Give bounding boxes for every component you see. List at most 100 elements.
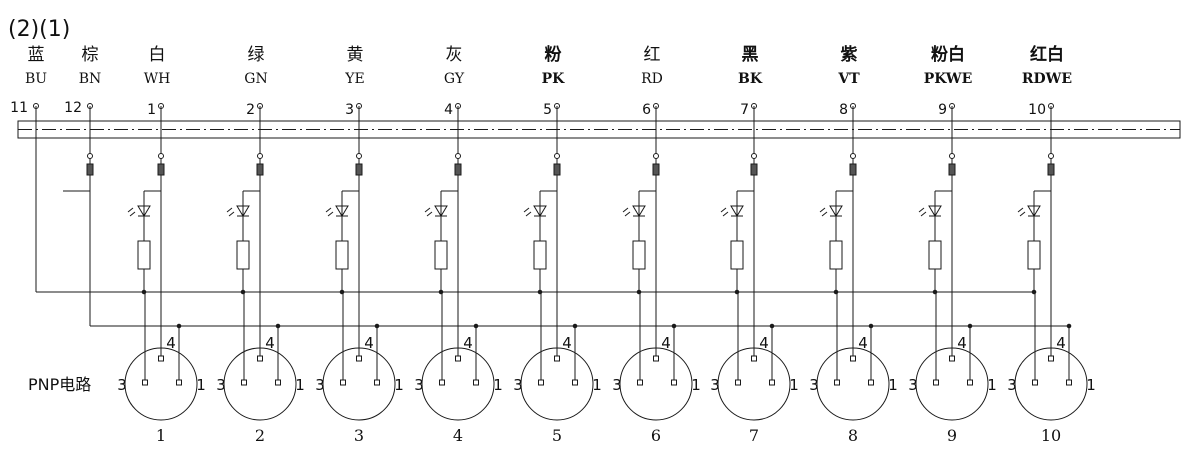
wire-color-cn: 棕	[82, 45, 99, 65]
pin-1	[868, 379, 874, 386]
wire-color-cn: 红	[644, 45, 661, 65]
fuse	[948, 163, 956, 176]
rail-joint	[1066, 323, 1072, 329]
connector-circle	[915, 347, 989, 421]
wire-number: 5	[543, 102, 552, 118]
pin-4	[751, 355, 757, 362]
pin-label-1: 1	[1086, 376, 1096, 394]
led-icon	[335, 205, 349, 217]
pin-3	[340, 379, 346, 386]
fuse	[553, 163, 561, 176]
led-icon	[137, 205, 151, 217]
fuse	[355, 163, 363, 176]
rail-joint	[967, 323, 973, 329]
pin-label-3: 3	[908, 376, 918, 394]
pin-3	[933, 379, 939, 386]
led-icon	[236, 205, 250, 217]
led-ray	[129, 211, 136, 217]
wire-color-code: PKWE	[924, 71, 973, 87]
led-icon	[1027, 205, 1041, 217]
wire-number: 1	[147, 102, 156, 118]
pin-label-3: 3	[315, 376, 325, 394]
led-icon	[632, 205, 646, 217]
wire-color-cn: 白	[149, 45, 166, 65]
connector-number: 10	[1041, 426, 1061, 445]
rail-joint	[769, 323, 775, 329]
resistor	[533, 240, 547, 270]
wire-number: 7	[740, 102, 749, 118]
connector-circle	[816, 347, 890, 421]
pin-label-1: 1	[888, 376, 898, 394]
rail-joint	[374, 323, 380, 329]
led-ray	[523, 207, 530, 213]
rail-joint	[868, 323, 874, 329]
resistor	[632, 240, 646, 270]
led-ray	[226, 207, 233, 213]
fuse-top	[158, 153, 164, 159]
led-icon	[730, 205, 744, 217]
pin-1	[1066, 379, 1072, 386]
resistor	[236, 240, 250, 270]
pin-3	[834, 379, 840, 386]
pin-1	[769, 379, 775, 386]
led-icon	[928, 205, 942, 217]
connector-number: 5	[552, 426, 562, 445]
connector-number: 2	[255, 426, 265, 445]
led-ray	[424, 207, 431, 213]
wire-color-code: VT	[837, 71, 860, 87]
fuse-top	[554, 153, 560, 159]
rail-joint	[473, 323, 479, 329]
wire-color-code: BN	[79, 71, 102, 87]
pin-4	[949, 355, 955, 362]
pin-1	[176, 379, 182, 386]
wire-color-cn: 黑	[742, 45, 759, 65]
resistor	[335, 240, 349, 270]
led-ray	[325, 207, 332, 213]
led-ray	[920, 211, 927, 217]
pin-label-1: 1	[295, 376, 305, 394]
pin-label-3: 3	[1007, 376, 1017, 394]
wire-color-cn: 蓝	[28, 45, 45, 65]
connector-circle	[124, 347, 198, 421]
wire-number: 8	[839, 102, 848, 118]
connector-number: 3	[354, 426, 364, 445]
wire-number: 9	[938, 102, 947, 118]
pin-label-4: 4	[957, 334, 967, 352]
pin-4	[554, 355, 560, 362]
wire-number: 2	[246, 102, 255, 118]
pin-3	[241, 379, 247, 386]
wire-color-code: RD	[641, 71, 663, 87]
circuit-label: PNP电路	[28, 375, 91, 394]
pin-label-3: 3	[612, 376, 622, 394]
led-ray	[622, 207, 629, 213]
pin-label-3: 3	[809, 376, 819, 394]
pin-4	[1048, 355, 1054, 362]
pin-3	[735, 379, 741, 386]
led-ray	[127, 207, 134, 213]
wire-number: 10	[1028, 102, 1046, 118]
connector-number: 7	[749, 426, 759, 445]
pin-3	[637, 379, 643, 386]
pin-label-3: 3	[414, 376, 424, 394]
pin-label-4: 4	[562, 334, 572, 352]
pin-3	[142, 379, 148, 386]
fuse-top	[257, 153, 263, 159]
fuse	[849, 163, 857, 176]
pin-label-3: 3	[117, 376, 127, 394]
led-ray	[228, 211, 235, 217]
pin-3	[439, 379, 445, 386]
led-icon	[533, 205, 547, 217]
pin-label-3: 3	[216, 376, 226, 394]
led-ray	[821, 211, 828, 217]
fuse	[157, 163, 165, 176]
bn-fuse	[86, 163, 94, 176]
connector-circle	[223, 347, 297, 421]
led-ray	[624, 211, 631, 217]
pin-label-4: 4	[265, 334, 275, 352]
pin-1	[671, 379, 677, 386]
wire-number: 12	[64, 100, 82, 116]
pin-3	[538, 379, 544, 386]
pin-label-1: 1	[691, 376, 701, 394]
pin-label-4: 4	[463, 334, 473, 352]
